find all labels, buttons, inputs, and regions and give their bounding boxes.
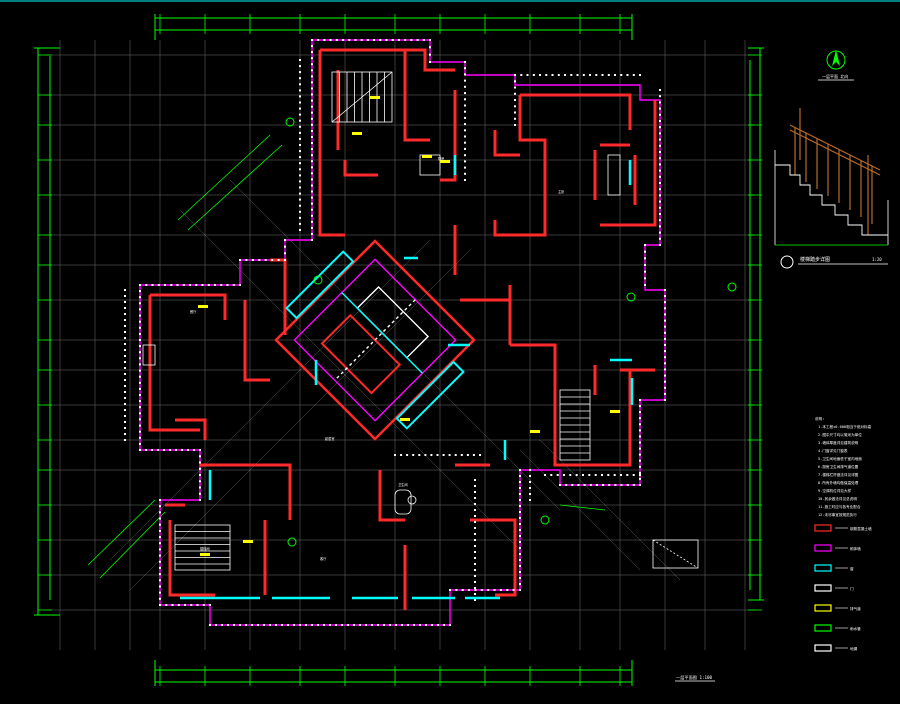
staircase-southwest <box>174 524 231 571</box>
axis-bubbles <box>285 117 737 547</box>
legend-label: 窗 <box>850 566 854 571</box>
legend-row: 砌体墙 <box>814 544 861 552</box>
plan-title-block: 一层平面图 1:100 <box>675 675 715 682</box>
fixtures <box>142 154 699 569</box>
note-line: 12.未尽事宜按规范执行 <box>818 512 857 517</box>
notes-heading: 说明: <box>815 416 824 421</box>
note-line: 3.墙体厚度详见建筑说明 <box>818 440 859 445</box>
fixture-tags <box>198 96 620 556</box>
window-layer <box>180 155 634 600</box>
legend-label: 砌体墙 <box>850 546 861 551</box>
note-line: 4.门窗详见门窗表 <box>818 448 848 453</box>
staircase-east <box>559 389 591 461</box>
legend-row: 排气道 <box>814 604 861 612</box>
door-swatch-icon <box>814 584 832 592</box>
legend-label: 门 <box>850 586 854 591</box>
legend-label: 雨水管 <box>850 626 861 631</box>
stair-detail: 楼梯踏步详图 1:20 <box>774 108 889 269</box>
room-label-bedroom: 主卧 <box>558 189 565 194</box>
wall-swatch-icon <box>814 524 832 532</box>
legend-label: 地漏 <box>850 646 858 651</box>
window-swatch-icon <box>814 564 832 572</box>
pipe-swatch-icon <box>814 624 832 632</box>
plan-title: 一层平面图 1:100 <box>676 675 713 681</box>
stair-detail-caption: 楼梯踏步详图 <box>800 256 830 263</box>
note-line: 5.卫生间地面低于室内地面 <box>818 456 862 461</box>
note-line: 2.图中尺寸均以毫米为单位 <box>818 432 862 437</box>
note-line: 10.其余做法详见总说明 <box>818 496 857 501</box>
note-line: 9.空调机位详见大样 <box>818 488 851 493</box>
legend-row: 雨水管 <box>814 624 861 632</box>
outer-dimension-chains <box>34 14 764 686</box>
notes-block: 说明: 1.本工程±0.000相当于绝对标高 2.图中尺寸均以毫米为单位 3.墙体厚… <box>815 416 872 517</box>
room-label-bath: 卫生间 <box>398 482 408 487</box>
note-line: 11.施工时应与各专业配合 <box>818 504 861 509</box>
masonry-swatch-icon <box>814 544 832 552</box>
wall-hatch-dots <box>124 39 666 626</box>
room-label-kitchen: 厨房 <box>438 156 444 161</box>
flue-swatch-icon <box>814 604 832 612</box>
room-label-dining: 餐厅 <box>190 309 197 314</box>
legend-row: 窗 <box>814 564 854 572</box>
stair-detail-scale: 1:20 <box>872 257 882 262</box>
note-line: 6.厨房卫生间排气道位置 <box>818 464 859 469</box>
room-label-living: 起居室 <box>325 436 335 441</box>
legend-row: 钢筋混凝土墙 <box>814 524 872 532</box>
detail-bubble-icon <box>780 255 794 269</box>
drain-swatch-icon <box>814 644 832 652</box>
room-label-lounge: 客厅 <box>320 556 327 561</box>
north-arrow-label: 一层平面 北向 <box>822 73 848 79</box>
note-line: 8.所有外墙均做保温处理 <box>818 480 859 485</box>
staircase-north <box>331 71 393 123</box>
note-line: 7.楼梯栏杆做法详见详图 <box>818 472 859 477</box>
legend-label: 排气道 <box>850 606 861 611</box>
legend-label: 钢筋混凝土墙 <box>850 526 872 531</box>
legend-row: 地漏 <box>814 644 858 652</box>
note-line: 1.本工程±0.000相当于绝对标高 <box>818 424 872 429</box>
rotated-core <box>274 239 476 441</box>
room-label-stair: 楼梯间 <box>200 546 210 551</box>
legend-row: 门 <box>814 584 854 592</box>
wall-layer <box>148 48 657 610</box>
north-arrow: 一层平面 北向 <box>818 50 854 81</box>
room-labels: 主卧 起居室 餐厅 厨房 卫生间 楼梯间 客厅 <box>190 156 565 561</box>
building-outline <box>139 39 666 626</box>
